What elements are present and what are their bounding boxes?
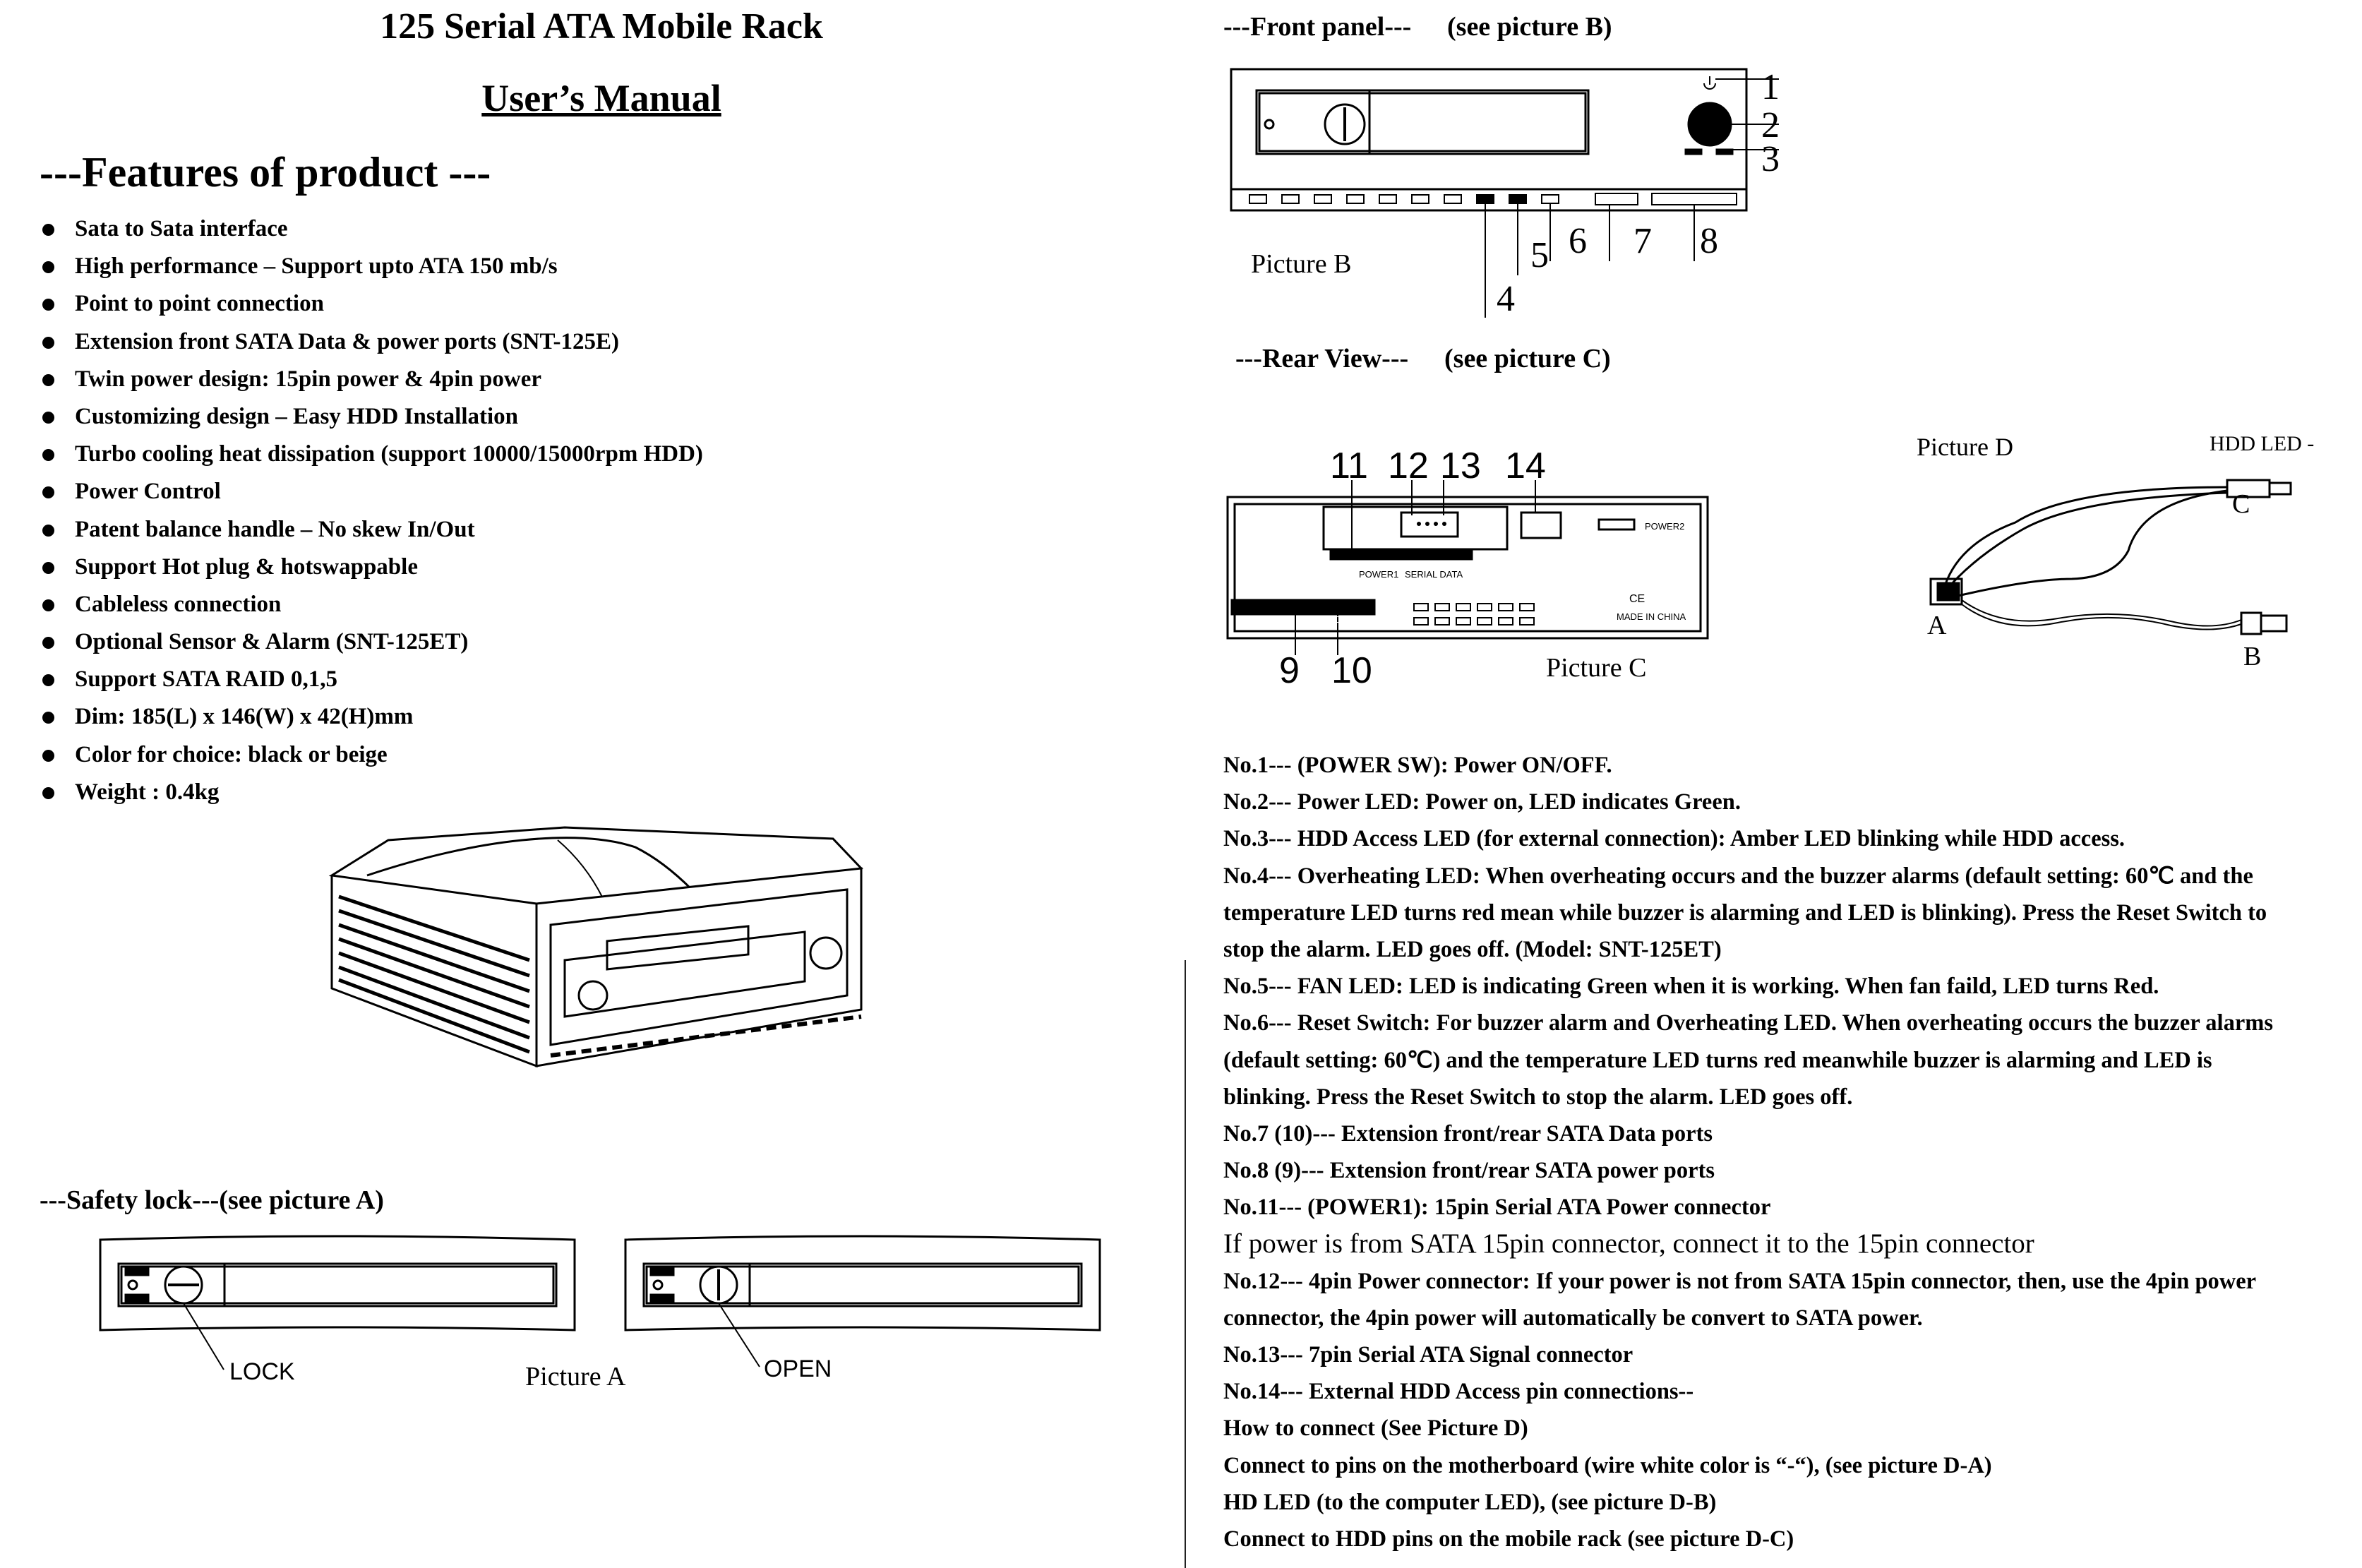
description-line: connector, the 4pin power will automatic… [1223, 1305, 1923, 1331]
picture-d-b: B [2243, 642, 2262, 671]
description-line: No.6--- Reset Switch: For buzzer alarm a… [1223, 1010, 2273, 1036]
picture-a-label: Picture A [525, 1362, 626, 1392]
serial-data-in-label: SERIAL DATA IN [1300, 614, 1370, 625]
feature-item: Twin power design: 15pin power & 4pin po… [40, 361, 703, 398]
page-divider [1185, 960, 1186, 1568]
feature-item: Cableless connection [40, 586, 703, 623]
lock-panel-drawing [99, 1235, 576, 1370]
feature-item: Dim: 185(L) x 146(W) x 42(H)mm [40, 698, 703, 736]
picture-d-c: C [2232, 489, 2250, 519]
manual-title: 125 Serial ATA Mobile Rack [380, 6, 823, 47]
description-line: No.13--- 7pin Serial ATA Signal connecto… [1223, 1342, 1633, 1367]
open-panel-drawing [624, 1235, 1101, 1367]
power2-label: POWER2 [1645, 521, 1685, 532]
feature-item: Customizing design – Easy HDD Installati… [40, 398, 703, 436]
rear-view-heading: ---Rear View--- [1235, 344, 1409, 373]
callout-2: 2 [1761, 105, 1780, 145]
callout-1: 1 [1761, 67, 1780, 107]
picture-d-label: Picture D [1917, 433, 2013, 461]
description-line: No.11--- (POWER1): 15pin Serial ATA Powe… [1223, 1195, 1771, 1221]
power1-label: POWER1 [1359, 569, 1399, 580]
callout-5: 5 [1530, 235, 1549, 275]
callout-7: 7 [1633, 221, 1652, 261]
feature-item: Extension front SATA Data & power ports … [40, 323, 703, 361]
front-panel-heading: ---Front panel--- [1223, 12, 1412, 42]
description-line: Connect to pins on the motherboard (wire… [1223, 1452, 1992, 1478]
feature-item: Power Control [40, 473, 703, 510]
description-line: No.8 (9)--- Extension front/rear SATA po… [1223, 1158, 1715, 1184]
callout-12: 12 [1388, 445, 1429, 486]
description-line: No.12--- 4pin Power connector: If your p… [1223, 1268, 2257, 1294]
wiring-drawing [1929, 479, 2292, 635]
ce-mark: CE [1629, 593, 1645, 605]
made-in-china-label: MADE IN CHINA [1617, 611, 1686, 622]
picture-c-label: Picture C [1546, 653, 1647, 683]
callout-9: 9 [1279, 650, 1300, 691]
feature-item: Optional Sensor & Alarm (SNT-125ET) [40, 623, 703, 661]
description-line: stop the alarm. LED goes off. (Model: SN… [1223, 936, 1722, 962]
description-line: No.14--- External HDD Access pin connect… [1223, 1379, 1694, 1405]
callout-4: 4 [1497, 279, 1515, 319]
description-line: If power is from SATA 15pin connector, c… [1223, 1228, 2034, 1259]
description-line: No.7 (10)--- Extension front/rear SATA D… [1223, 1120, 1713, 1147]
description-line: How to connect (See Picture D) [1223, 1416, 1528, 1442]
description-line: Connect to HDD pins on the mobile rack (… [1223, 1526, 1794, 1552]
callout-11: 11 [1330, 445, 1368, 486]
rear-view-drawing [1226, 480, 1709, 655]
features-list: Sata to Sata interface High performance … [40, 210, 703, 811]
description-line: No.3--- HDD Access LED (for external con… [1223, 826, 2126, 852]
safety-heading: ---Safety lock---(see picture A) [40, 1185, 384, 1215]
description-line: No.2--- Power LED: Power on, LED indicat… [1223, 789, 1741, 815]
hdd-led-label: HDD LED - [2210, 432, 2315, 455]
lock-label: LOCK [229, 1358, 295, 1385]
front-panel-see: (see picture B) [1447, 12, 1612, 42]
feature-item: High performance – Support upto ATA 150 … [40, 248, 703, 285]
description-line: No.1--- (POWER SW): Power ON/OFF. [1223, 753, 1612, 778]
open-label: OPEN [764, 1355, 832, 1382]
power-in-label: POWER IN [1241, 614, 1288, 625]
rear-view-see: (see picture C) [1444, 344, 1611, 373]
description-list: No.1--- (POWER SW): Power ON/OFF. No.2--… [1223, 747, 2273, 1557]
callout-8: 8 [1700, 221, 1718, 261]
description-line: temperature LED turns red mean while buz… [1223, 899, 2267, 926]
feature-item: Support SATA RAID 0,1,5 [40, 661, 703, 698]
picture-b-label: Picture B [1251, 249, 1352, 279]
feature-item: Color for choice: black or beige [40, 736, 703, 774]
description-line: blinking. Press the Reset Switch to stop… [1223, 1084, 1853, 1110]
features-heading: ---Features of product --- [40, 149, 491, 196]
callout-6: 6 [1569, 221, 1587, 261]
feature-item: Turbo cooling heat dissipation (support … [40, 436, 703, 473]
feature-item: Point to point connection [40, 285, 703, 323]
picture-d-a: A [1927, 611, 1947, 640]
callout-14: 14 [1505, 445, 1546, 486]
product-illustration [328, 826, 863, 1068]
feature-item: Sata to Sata interface [40, 210, 703, 248]
feature-item: Patent balance handle – No skew In/Out [40, 511, 703, 549]
callout-13: 13 [1440, 445, 1481, 486]
description-line: HD LED (to the computer LED), (see pictu… [1223, 1489, 1717, 1515]
description-line: (default setting: 60℃) and the temperatu… [1223, 1047, 2212, 1073]
serial-data-label: SERIAL DATA [1405, 569, 1463, 580]
feature-item: Support Hot plug & hotswappable [40, 549, 703, 586]
manual-subtitle: User’s Manual [481, 77, 721, 119]
callout-10: 10 [1331, 650, 1372, 691]
front-panel-drawing [1230, 68, 1779, 318]
description-line: No.4--- Overheating LED: When overheatin… [1223, 863, 2253, 889]
feature-item: Weight : 0.4kg [40, 774, 703, 811]
callout-3: 3 [1761, 139, 1780, 179]
description-line: No.5--- FAN LED: LED is indicating Green… [1223, 974, 2159, 1000]
